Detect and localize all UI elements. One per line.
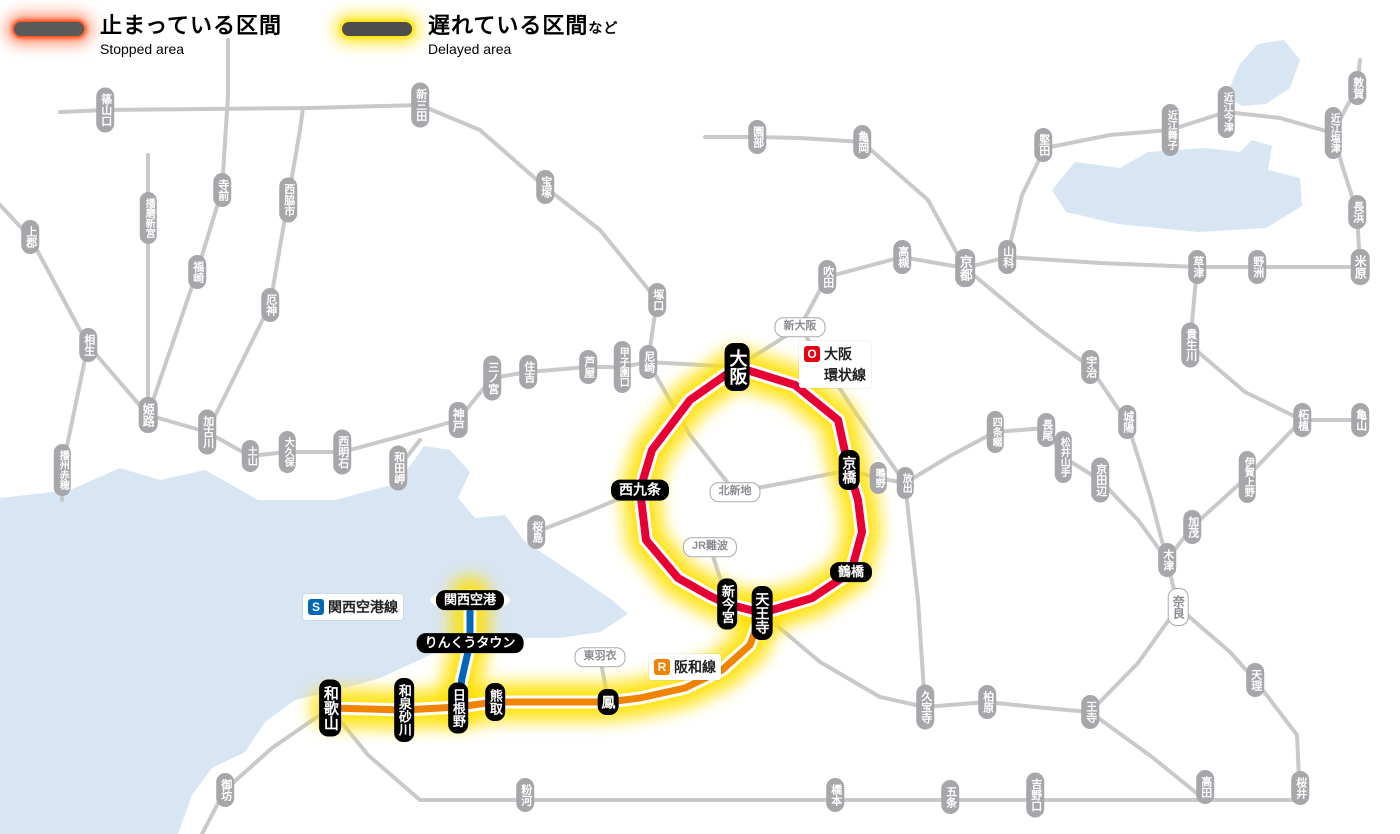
rail-line-fukuchiyama [58,103,659,364]
water-area [0,446,628,834]
stopped-line-glyph [14,22,84,36]
delayed-label-text: 遅れている区間 [428,13,589,38]
rail-line-gakkentoshi [847,426,1169,562]
delayed-line-glyph [342,22,413,36]
rail-line-kosei [1005,110,1335,259]
legend: 止まっている区間 Stopped area 遅れている区間など Delayed … [14,8,618,57]
rail-line-yamatoji [760,605,1180,714]
legend-delayed: 遅れている区間など Delayed area [342,8,618,57]
rail-line-biwako [963,255,1362,270]
rail-line-kisei [200,706,332,834]
rail-line-nara-line [963,266,1169,562]
rail-line-sakurai-line [1176,605,1302,802]
rail-line-wakayama-line [328,706,1207,802]
rail-line-bantan [146,38,230,417]
delayed-label-suffix: など [588,20,619,36]
stopped-sublabel: Stopped area [100,41,185,57]
rail-line-ako [60,343,90,502]
legend-stopped: 止まっている区間 Stopped area [14,8,282,57]
stopped-label: 止まっている区間 [100,13,283,38]
rail-line-sanin [703,135,967,270]
rail-line-sanyo-west [0,203,150,417]
legend-stopped-texts: 止まっている区間 Stopped area [100,8,282,57]
rail-line-kizu-nara [1165,558,1180,609]
delayed-sublabel: Delayed area [428,41,512,57]
water-area [1052,140,1302,232]
rail-line-kakogawa [205,106,305,434]
rail-line-kansai-west [1165,418,1304,562]
legend-delayed-texts: 遅れている区間など Delayed area [428,8,618,57]
delayed-label: 遅れている区間など [428,8,618,40]
rail-line-hokuriku [1331,58,1362,269]
rail-line-kusatsu-line [1188,265,1304,422]
water-area [1226,40,1300,106]
